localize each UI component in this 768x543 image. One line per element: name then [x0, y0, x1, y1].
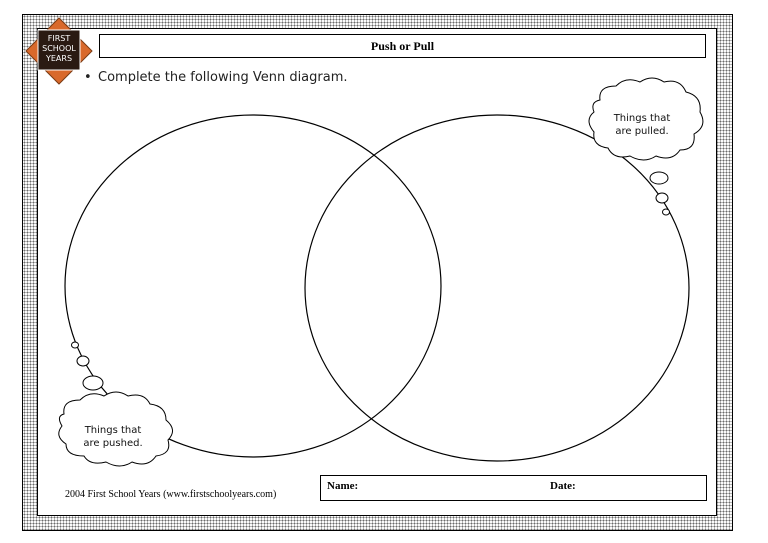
logo-line-3: YEARS [45, 54, 72, 63]
left-thought-cloud [58, 341, 173, 467]
left-label-line-2: are pushed. [83, 438, 143, 449]
bullet-icon: • [84, 70, 92, 85]
left-circle-label: Things that are pushed. [72, 424, 154, 450]
instruction-text: Complete the following Venn diagram. [98, 70, 348, 85]
right-label-line-2: are pulled. [615, 126, 669, 137]
right-thought-cloud [588, 77, 704, 216]
date-label: Date: [550, 480, 576, 492]
logo-line-1: FIRST [48, 34, 71, 43]
logo-line-2: SCHOOL [42, 44, 76, 53]
name-label: Name: [327, 480, 359, 492]
page-title: Push or Pull [99, 34, 706, 58]
instruction-item: • Complete the following Venn diagram. [84, 70, 348, 85]
left-label-line-1: Things that [84, 425, 142, 436]
venn-left-circle [64, 114, 442, 458]
first-school-years-logo: FIRST SCHOOL YEARS [24, 16, 94, 86]
venn-right-circle [304, 114, 690, 462]
right-label-line-1: Things that [613, 113, 671, 124]
name-date-box[interactable] [320, 475, 707, 501]
copyright-credit: 2004 First School Years (www.firstschool… [65, 489, 277, 500]
right-circle-label: Things that are pulled. [604, 112, 680, 138]
